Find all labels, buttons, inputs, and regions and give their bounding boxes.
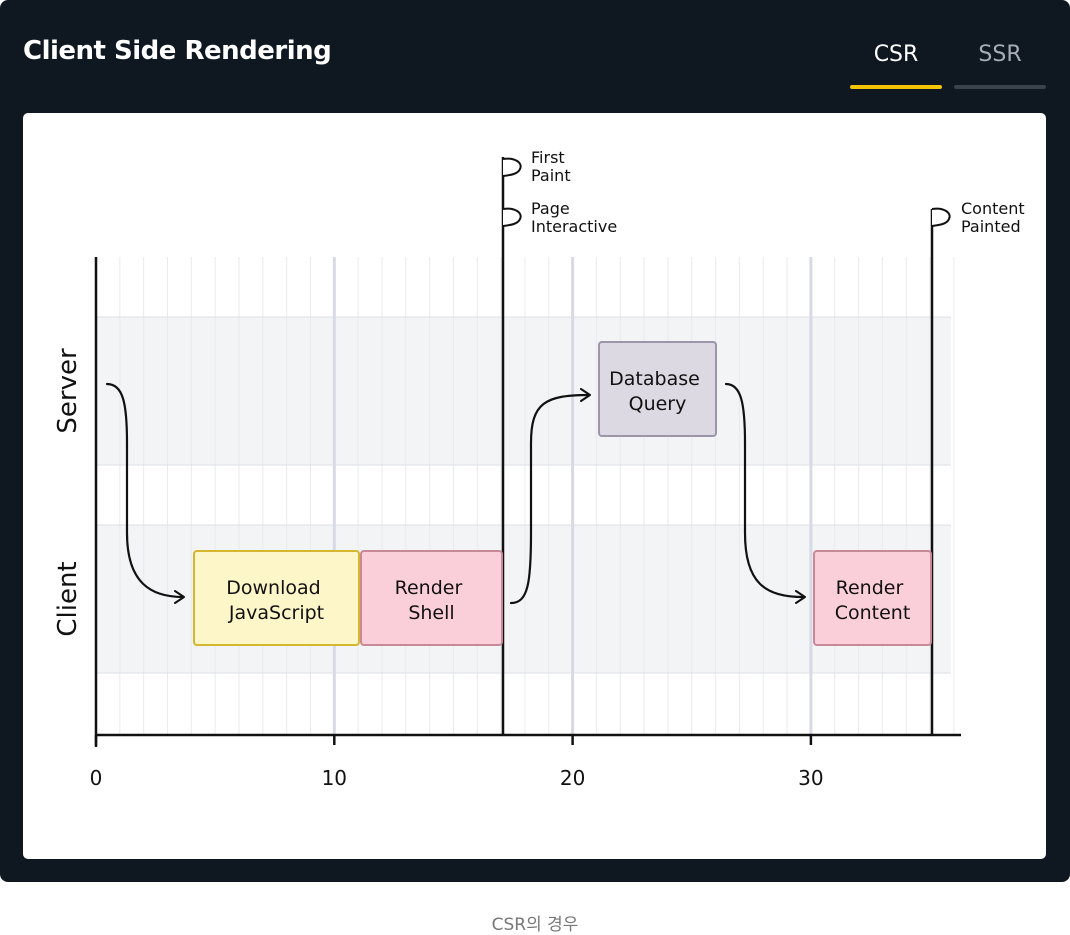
step-render-content: Render Content bbox=[813, 550, 932, 646]
flow-arrow bbox=[509, 388, 591, 605]
tab-ssr[interactable]: SSR bbox=[978, 42, 1022, 67]
timeline-diagram: 0 10 20 30 Server Client First Paint Pag… bbox=[53, 148, 1030, 790]
server-lane-band bbox=[96, 317, 951, 465]
step-database-query: Database Query bbox=[598, 341, 717, 437]
svg-text:Download JavaScript: Download JavaScript bbox=[226, 577, 327, 624]
flag-icon bbox=[931, 207, 951, 227]
x-tick-label: 0 bbox=[90, 766, 103, 790]
card-title: Client Side Rendering bbox=[23, 36, 332, 66]
flow-arrow bbox=[105, 382, 185, 604]
svg-text:Render Content: Render Content bbox=[835, 577, 911, 624]
step-render-shell: Render Shell bbox=[360, 550, 503, 646]
time-grid bbox=[119, 257, 955, 735]
csr-card: Client Side Rendering CSR SSR bbox=[0, 0, 1070, 882]
flag-icon bbox=[502, 207, 522, 227]
milestone-label-first-paint: First Paint bbox=[531, 148, 571, 185]
figure-caption: CSR의 경우 bbox=[491, 915, 579, 935]
step-download-javascript: Download JavaScript bbox=[193, 550, 360, 646]
tab-csr[interactable]: CSR bbox=[873, 42, 919, 67]
tab-ssr-underline bbox=[954, 85, 1046, 89]
flag-icon bbox=[502, 157, 522, 177]
flow-arrow bbox=[724, 382, 806, 604]
x-tick-label: 30 bbox=[798, 766, 823, 790]
diagram-panel: 0 10 20 30 Server Client First Paint Pag… bbox=[23, 113, 1046, 859]
milestone-label-page-interactive: Page Interactive bbox=[531, 199, 617, 236]
x-tick-label: 20 bbox=[560, 766, 585, 790]
lane-label-server: Server bbox=[53, 348, 83, 434]
lane-label-client: Client bbox=[53, 561, 83, 636]
svg-text:Render Shell: Render Shell bbox=[395, 577, 469, 624]
tab-csr-underline bbox=[850, 85, 942, 89]
svg-text:Database Query: Database Query bbox=[609, 368, 706, 415]
milestone-label-content-painted: Content Painted bbox=[961, 199, 1030, 236]
x-tick-label: 10 bbox=[322, 766, 347, 790]
